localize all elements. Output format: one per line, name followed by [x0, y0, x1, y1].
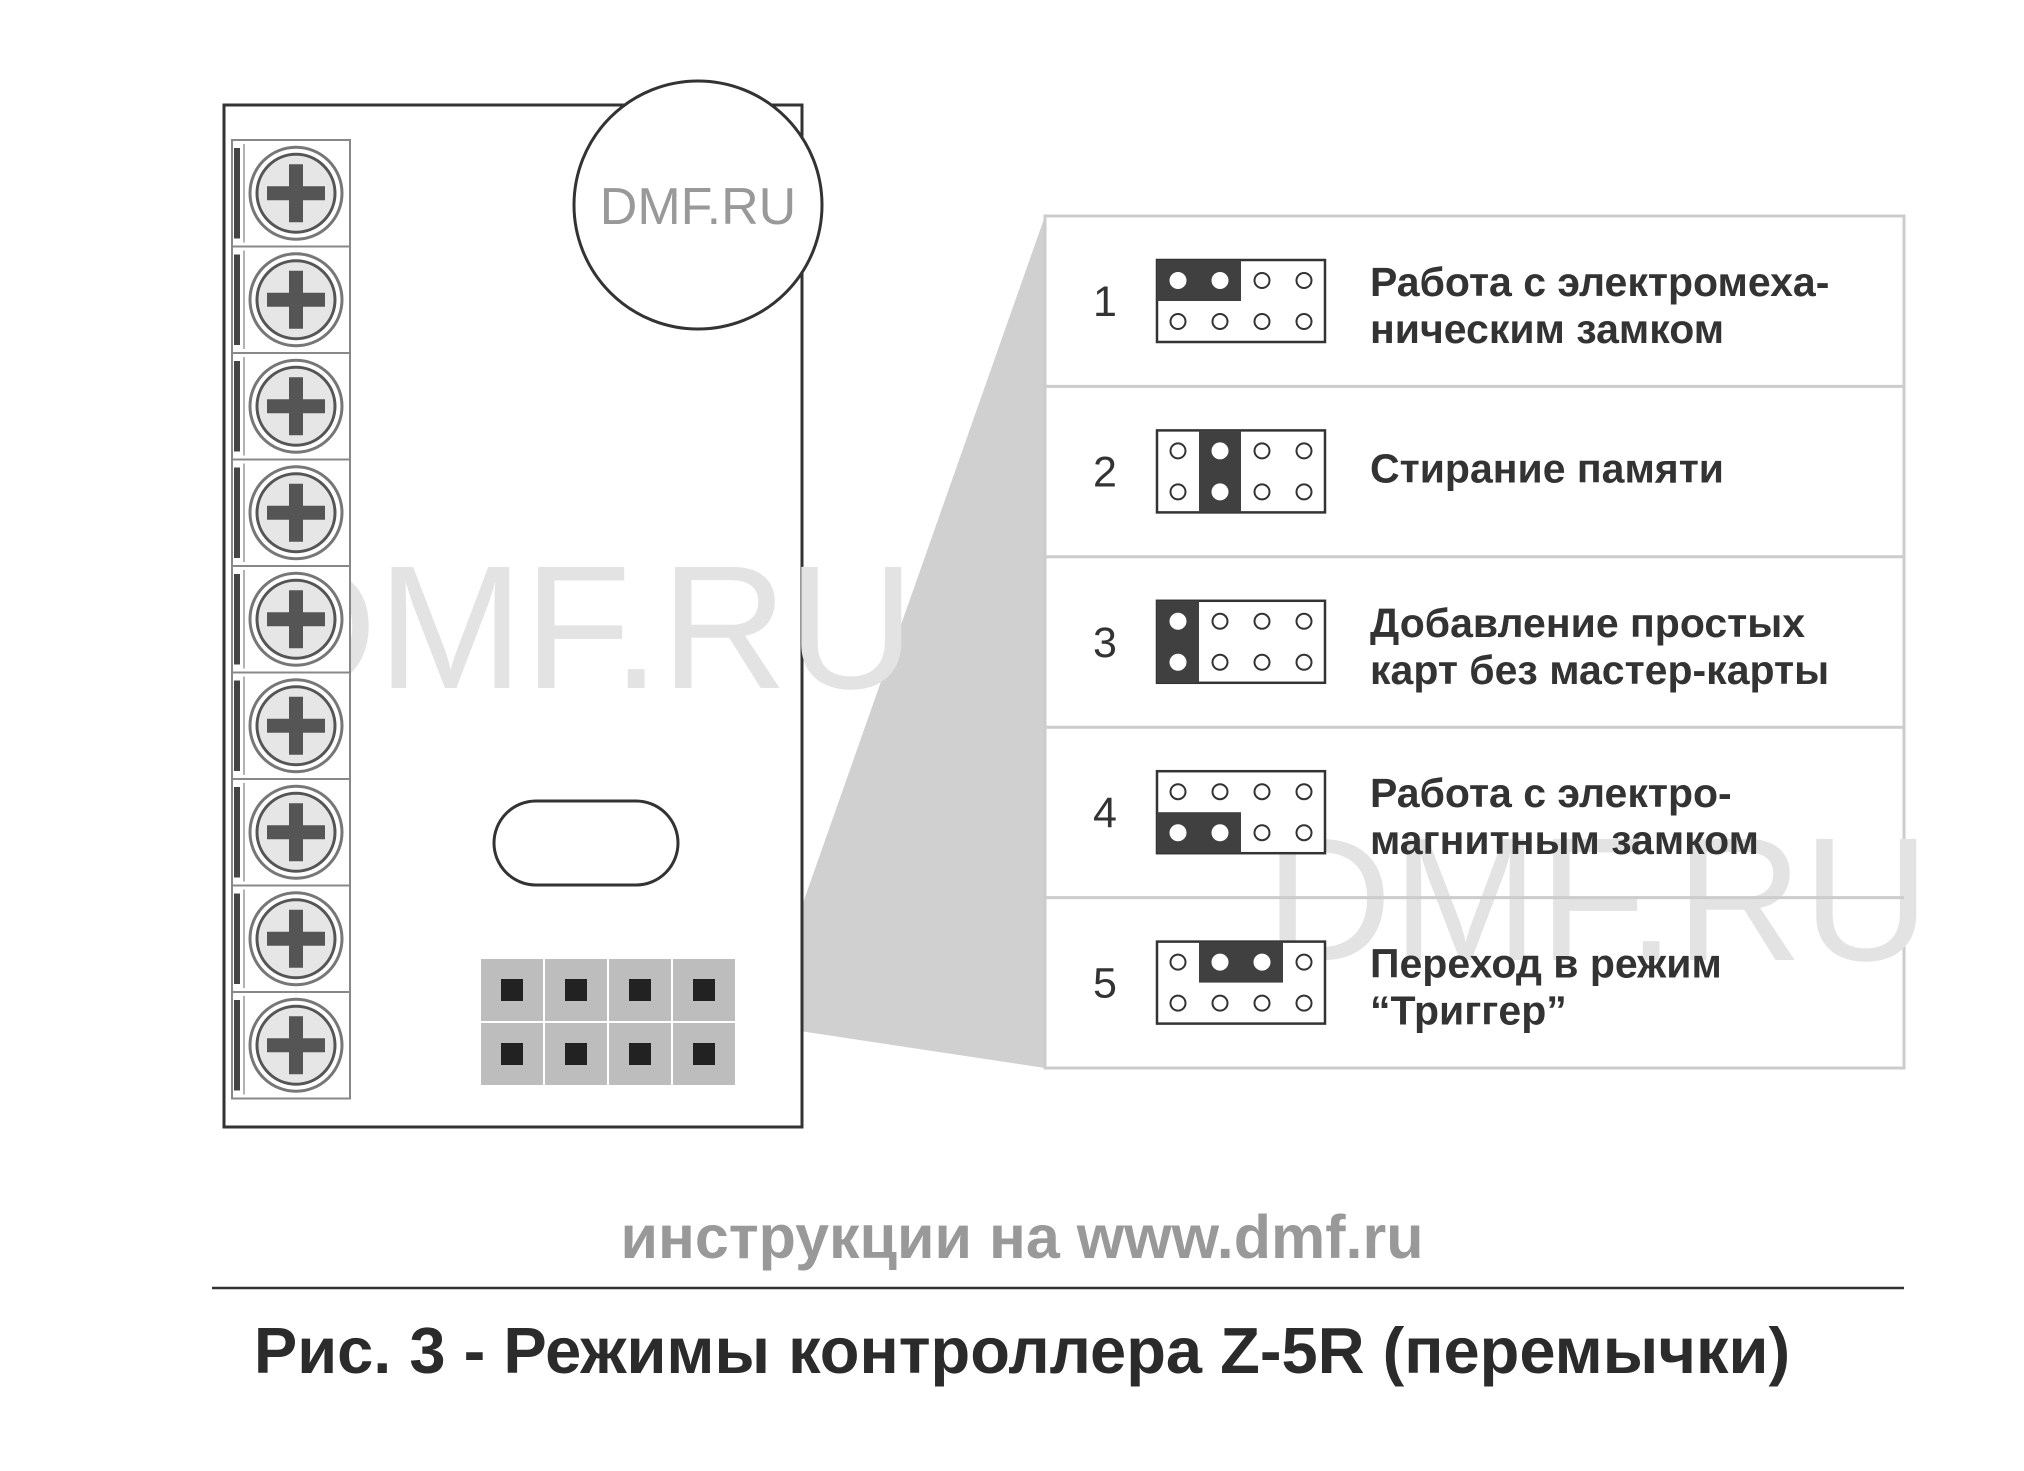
screw-terminal-icon — [231, 139, 351, 248]
mode-description-line: Переход в режим — [1370, 941, 1722, 987]
mode-description-line: “Триггер” — [1370, 988, 1567, 1034]
header-pin — [629, 979, 651, 1001]
jumper-block-icon — [1155, 769, 1327, 855]
zoom-wedge — [760, 216, 1045, 1068]
footer-link-text[interactable]: инструкции на www.dmf.ru — [620, 1203, 1423, 1271]
screw-terminal-icon — [231, 565, 351, 674]
jumper-block-icon — [1155, 258, 1327, 344]
mode-description-line: ническим замком — [1370, 306, 1724, 352]
header-pin — [693, 979, 715, 1001]
screw-terminal-icon — [231, 778, 351, 887]
screw-terminal-icon — [231, 991, 351, 1100]
jumper-modes-panel: DMF.RU 1 Работа с электромеха-ническим за… — [1043, 214, 1930, 1070]
mode-number: 3 — [1093, 619, 1117, 667]
header-pin — [565, 1043, 587, 1065]
mode-number: 2 — [1093, 448, 1117, 496]
figure-caption: Рис. 3 - Режимы контроллера Z-5R (перемы… — [254, 1314, 1790, 1387]
mode-description-line: Добавление простых — [1370, 600, 1805, 646]
screw-terminal-icon — [231, 352, 351, 461]
mode-row-5: 5 Переход в режим“Триггер” — [1045, 896, 1904, 1034]
mode-description-line: Работа с электромеха- — [1370, 259, 1829, 305]
header-pin — [501, 979, 523, 1001]
terminal-block — [231, 139, 351, 1100]
header-pin — [565, 979, 587, 1001]
mode-row-1: 1 Работа с электромеха-ническим замком — [1093, 258, 1829, 352]
panel-watermark: DMF.RU — [1265, 802, 1930, 998]
jumper-block-icon — [1155, 429, 1327, 514]
mode-number: 1 — [1093, 278, 1117, 326]
jumper-block-icon — [1155, 940, 1327, 1025]
mode-description-line: магнитным замком — [1370, 817, 1759, 863]
logo-text: DMF.RU — [600, 178, 796, 236]
screw-terminal-icon — [231, 245, 351, 354]
screw-terminal-icon — [231, 671, 351, 780]
mode-row-2: 2 Стирание памяти — [1045, 384, 1904, 514]
mode-description-line: Стирание памяти — [1370, 445, 1724, 491]
pin-header — [479, 957, 737, 1087]
screw-terminal-icon — [231, 884, 351, 993]
mode-row-4: 4 Работа с электро-магнитным замком — [1045, 725, 1904, 863]
header-pin — [629, 1043, 651, 1065]
mode-number: 4 — [1093, 789, 1117, 837]
header-pin — [501, 1043, 523, 1065]
screw-terminal-icon — [231, 458, 351, 567]
header-pin — [693, 1043, 715, 1065]
logo-circle — [572, 79, 824, 331]
oval-cutout — [492, 799, 680, 887]
mode-description-line: карт без мастер-карты — [1370, 647, 1829, 693]
jumper-block-icon — [1155, 599, 1327, 685]
board-watermark: DMF.RU — [250, 530, 915, 726]
mode-description-line: Работа с электро- — [1370, 770, 1732, 816]
mode-number: 5 — [1093, 960, 1117, 1008]
